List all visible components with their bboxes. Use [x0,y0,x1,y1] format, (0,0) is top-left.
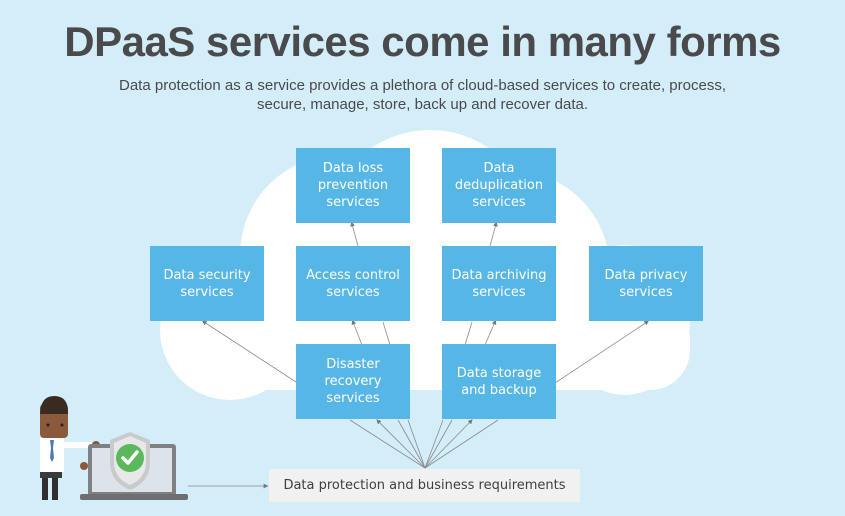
shield-check-icon [110,432,150,490]
service-data-privacy: Data privacy services [589,246,703,321]
service-disaster-recovery: Disaster recovery services [296,344,410,419]
businessman-illustration [40,396,100,500]
page-subtitle: Data protection as a service provides a … [119,77,726,113]
service-data-security: Data security services [150,246,264,321]
service-data-storage-backup: Data storage and backup [442,344,556,419]
service-data-loss-prevention: Data loss prevention services [296,148,410,223]
service-data-deduplication: Data deduplication services [442,148,556,223]
illustration [40,396,188,500]
service-access-control: Access control services [296,246,410,321]
requirements-box: Data protection and business requirement… [269,469,580,502]
page-title: DPaaS services come in many forms [64,18,781,65]
service-data-archiving: Data archiving services [442,246,556,321]
